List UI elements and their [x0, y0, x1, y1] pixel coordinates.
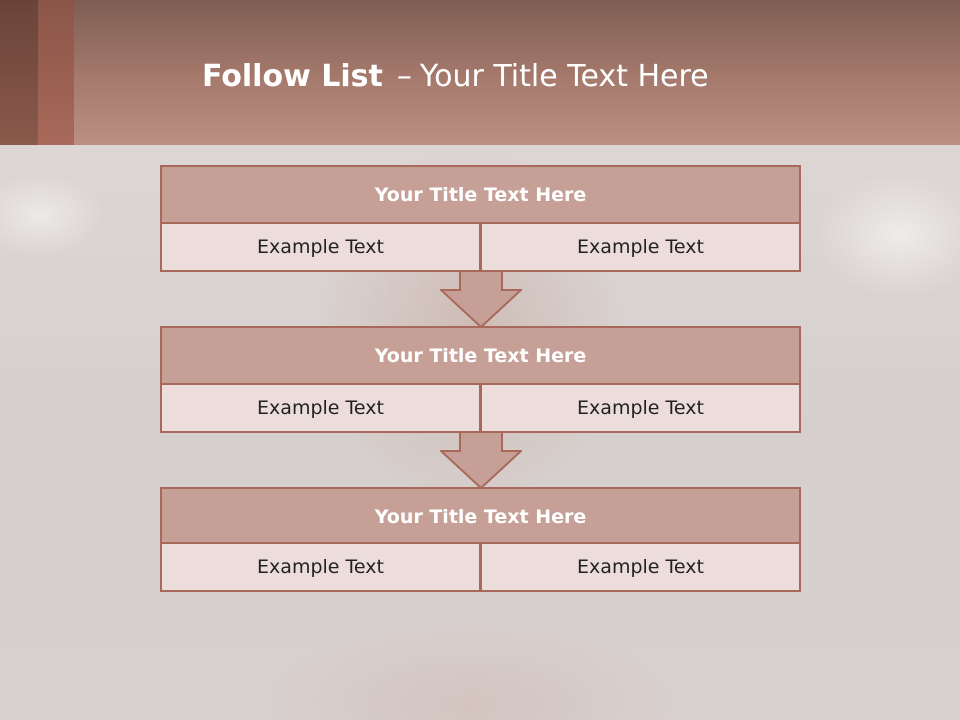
- step-2-right-text: Example Text: [480, 383, 801, 433]
- header-accent-light: [38, 0, 74, 145]
- title-bold: Follow List: [202, 59, 383, 94]
- step-2-left-text: Example Text: [160, 383, 481, 433]
- step-1-left-text: Example Text: [160, 222, 481, 272]
- step-title-3: Your Title Text Here: [160, 487, 801, 546]
- title-separator: –: [396, 59, 412, 94]
- down-arrow-icon: [440, 270, 522, 328]
- step-3-right-text: Example Text: [480, 542, 801, 592]
- header-accent-dark: [0, 0, 38, 145]
- step-3-left-text: Example Text: [160, 542, 481, 592]
- header-bar: Follow List–Your Title Text Here: [0, 0, 960, 145]
- title-rest: Your Title Text Here: [419, 59, 709, 94]
- slide-title: Follow List–Your Title Text Here: [202, 55, 709, 99]
- step-1-right-text: Example Text: [480, 222, 801, 272]
- down-arrow-icon: [440, 431, 522, 489]
- step-title-1: Your Title Text Here: [160, 165, 801, 224]
- step-title-2: Your Title Text Here: [160, 326, 801, 385]
